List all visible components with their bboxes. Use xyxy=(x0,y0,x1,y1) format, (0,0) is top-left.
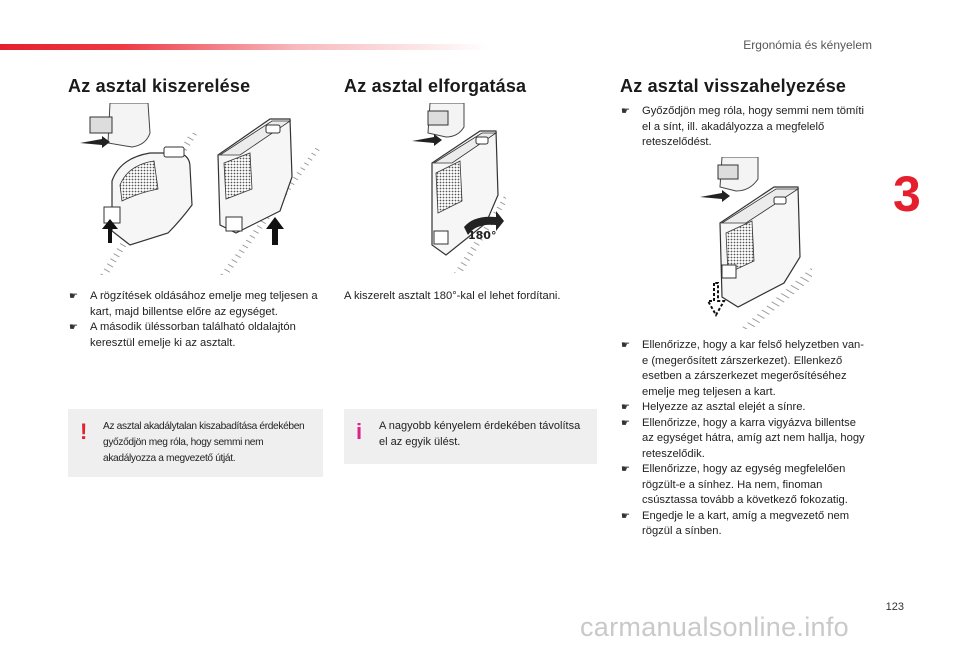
list-item: ☛Helyezze az asztal elejét a sínre. xyxy=(620,400,870,416)
column-3-title: Az asztal visszahelyezése xyxy=(620,76,847,96)
list-item: ☛Ellenőrizze, hogy az egység megfelelően… xyxy=(621,463,848,506)
warning-text: Az asztal akadálytalan kiszabadítása érd… xyxy=(103,421,305,464)
column-3-steps: ☛Ellenőrizze, hogy a kar felső helyzetbe… xyxy=(620,338,870,540)
page-number: 123 xyxy=(885,601,904,613)
column-1-title: Az asztal kiszerelése xyxy=(68,76,251,96)
info-icon: i xyxy=(356,419,363,444)
watermark: carmanualsonline.info xyxy=(580,612,849,642)
info-notice: i A nagyobb kényelem érdekében távolítsa… xyxy=(344,409,597,464)
warning-notice: ! Az asztal akadálytalan kiszabadítása é… xyxy=(68,409,323,477)
section-title: Ergonómia és kényelem xyxy=(743,38,872,52)
rotation-label: 180° xyxy=(468,229,496,242)
warning-icon: ! xyxy=(80,419,88,444)
pointer-icon: ☛ xyxy=(621,340,630,351)
pointer-icon: ☛ xyxy=(621,510,630,522)
column-2-title: Az asztal elforgatása xyxy=(344,76,527,96)
pointer-icon: ☛ xyxy=(621,417,630,429)
column-3-pre-steps: ☛Győződjön meg róla, hogy semmi nem tömí… xyxy=(620,104,870,151)
list-item: ☛Győződjön meg róla, hogy semmi nem tömí… xyxy=(621,105,864,148)
list-item: ☛Ellenőrizze, hogy a karra vigyázva bill… xyxy=(621,416,865,460)
rotation-paragraph: A kiszerelt asztalt 180°-kal el lehet fo… xyxy=(344,290,561,302)
header-accent-bar xyxy=(0,44,490,50)
pointer-icon: ☛ xyxy=(621,402,630,413)
table-rotation-illustration: 180° xyxy=(412,103,506,273)
chapter-number: 3 xyxy=(893,166,921,222)
info-text: A nagyobb kényelem érdekében távolítsa e… xyxy=(379,420,581,448)
list-item: ☛Engedje le a kart, amíg a megvezető nem… xyxy=(621,509,850,538)
pointer-icon: ☛ xyxy=(69,291,78,302)
table-removal-illustration xyxy=(80,103,320,275)
list-item: ☛Ellenőrizze, hogy a kar felső helyzetbe… xyxy=(621,339,865,398)
pointer-icon: ☛ xyxy=(621,464,630,475)
list-item: ☛A második üléssorban található oldalajt… xyxy=(69,321,296,349)
column-1-steps: ☛A rögzítések oldásához emelje meg telje… xyxy=(68,289,323,351)
list-item: ☛A rögzítések oldásához emelje meg telje… xyxy=(69,290,318,318)
table-refitting-illustration xyxy=(700,157,812,329)
pointer-icon: ☛ xyxy=(69,322,78,333)
pointer-icon: ☛ xyxy=(621,106,630,117)
